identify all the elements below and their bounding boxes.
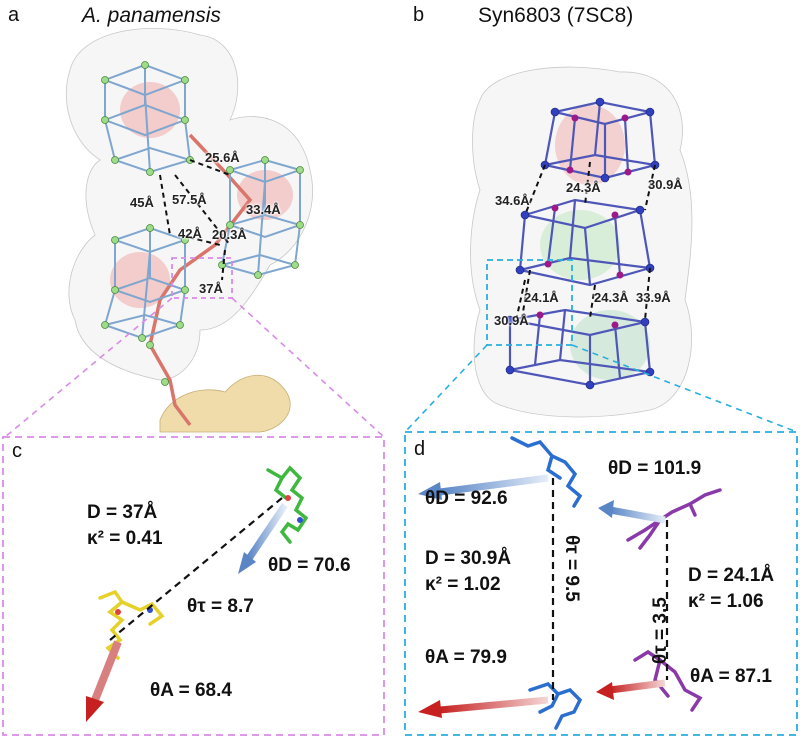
panel-b-letter: b [413,4,425,26]
distance-label: 24.3Å [566,180,601,195]
theta-tau-right-value: θτ = 3.5 [650,597,671,664]
distance-value: D = 37Å [87,502,158,523]
theta-a-left-value: θA = 79.9 [425,647,507,668]
distance-label: 45Å [130,195,154,210]
distance-label: 42Å [178,226,202,241]
distance-label: 24.3Å [594,290,629,305]
distance-label: 33.4Å [246,202,281,217]
theta-a-right-value: θA = 87.1 [690,666,772,687]
distance-label: 37Å [199,281,223,296]
theta-d-right-value: θD = 101.9 [608,458,702,479]
panel-b-title: Syn6803 (7SC8) [478,4,634,27]
distance-label: 33.9Å [636,290,671,305]
panel-c-letter: c [12,440,22,462]
distance-label: 34.6Å [495,193,530,208]
distance-right-value: D = 24.1Å [688,565,775,586]
theta-d-left-value: θD = 92.6 [425,488,508,509]
distance-label: 57.5Å [172,192,207,207]
panel-b-structure [404,66,798,433]
panel-c-box [2,436,385,736]
kappa-right-value: κ² = 1.06 [688,591,764,612]
panel-d-box [404,431,798,736]
panel-a-title: A. panamensis [82,4,221,27]
theta-tau-left-value: θτ = 9.5 [561,535,582,602]
panel-d-letter: d [414,438,426,460]
kappa-value: κ² = 0.41 [87,528,163,549]
distance-label: 24.1Å [524,290,559,305]
theta-a-value: θA = 68.4 [150,680,232,701]
distance-label: 30.9Å [494,313,529,328]
kappa-left-value: κ² = 1.02 [425,574,501,595]
panel-a-structure [4,28,385,438]
distance-left-value: D = 30.9Å [425,548,512,569]
distance-label: 25.6Å [205,150,240,165]
theta-tau-value: θτ = 8.7 [187,596,254,617]
panel-a-letter: a [8,4,20,26]
theta-d-value: θD = 70.6 [268,555,351,576]
distance-label: 30.9Å [648,177,683,192]
distance-label: 20.3Å [212,227,247,242]
